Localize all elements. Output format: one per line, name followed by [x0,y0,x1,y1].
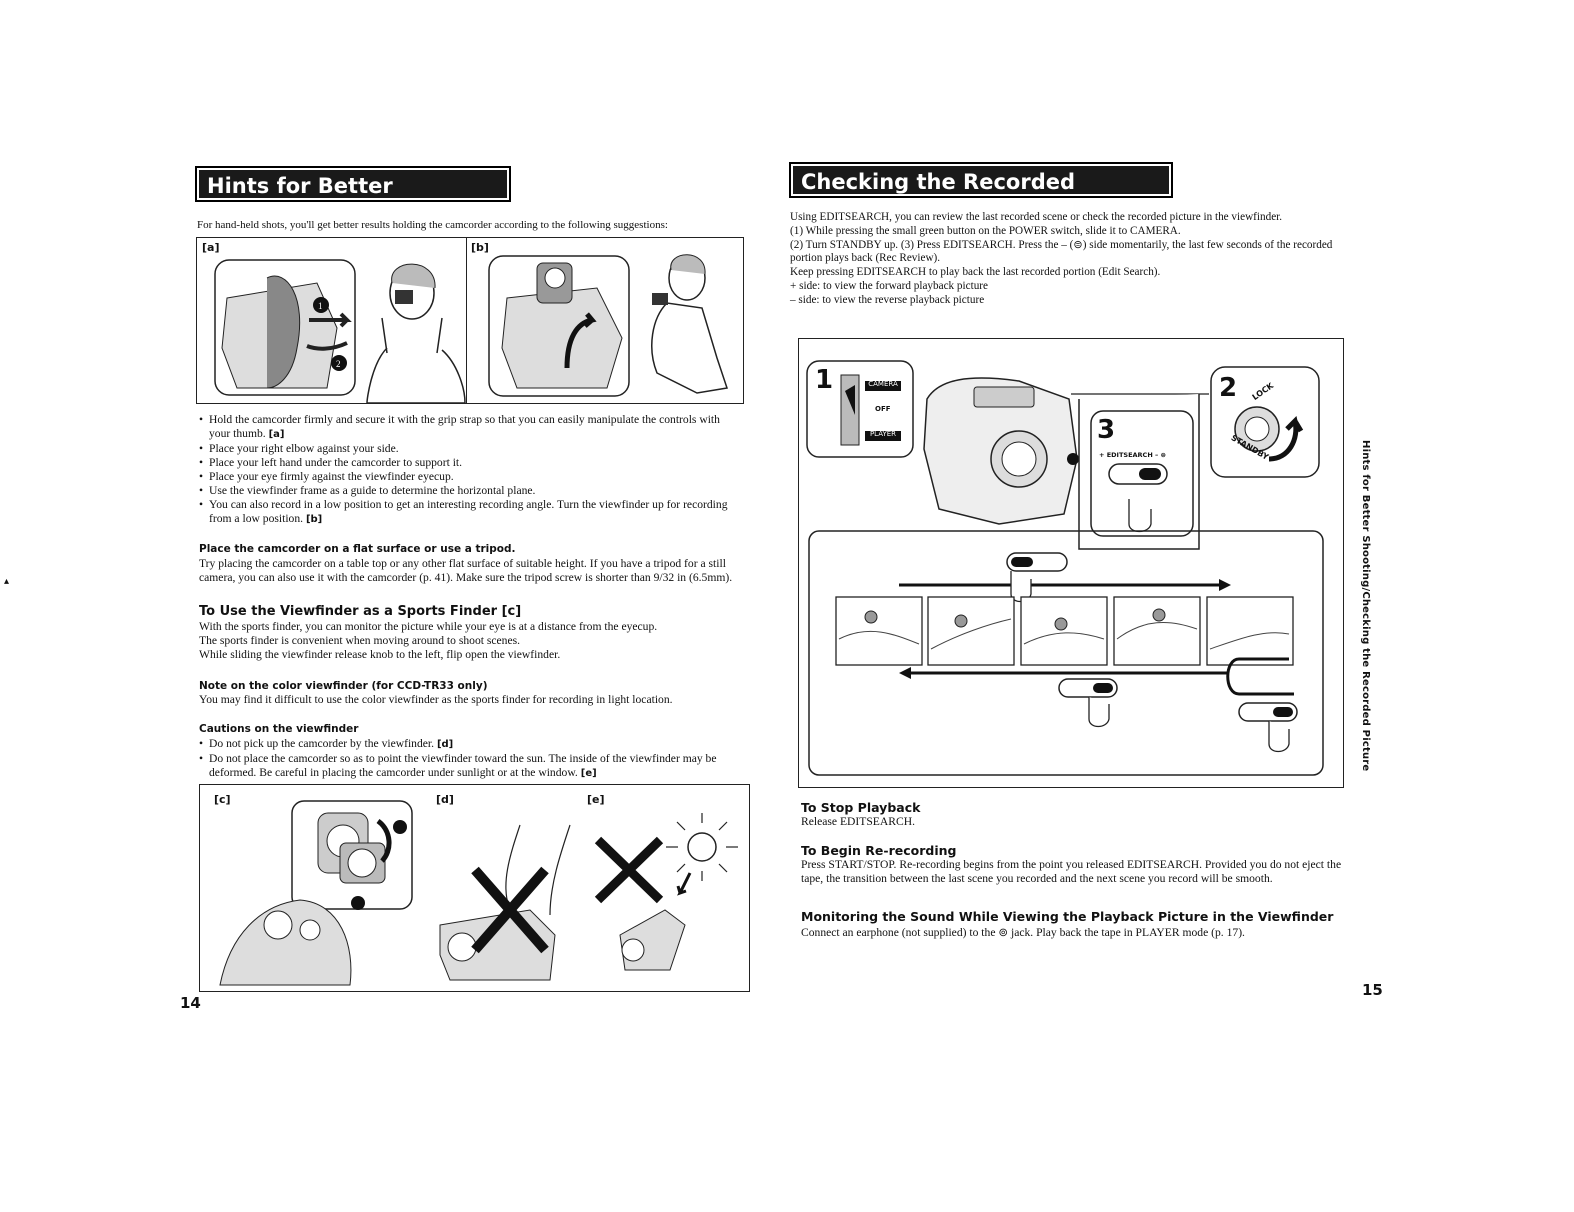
figure-hand-held: [a] [b] 1 2 [196,237,744,404]
left-intro: For hand-held shots, you'll get better r… [197,219,668,231]
label-e: [e] [587,793,605,806]
right-page-title: Checking the Recorded Picture [789,162,1173,230]
sports-finder-text: With the sports finder, you can monitor … [199,620,658,661]
list-item: Use the viewfinder frame as a guide to d… [199,484,744,498]
list-item: You can also record in a low position to… [199,498,744,527]
monitoring-heading: Monitoring the Sound While Viewing the P… [801,909,1334,924]
viewfinder-illustration [219,800,738,986]
color-viewfinder-heading: Note on the color viewfinder (for CCD-TR… [199,680,488,692]
hand-held-illustration: 1 2 [214,254,728,403]
label-a: [a] [202,241,220,254]
tripod-text: Try placing the camcorder on a table top… [199,557,733,584]
label-d: [d] [436,793,454,806]
list-item: Do not pick up the camcorder by the view… [199,737,744,752]
step-2-number: 2 [1219,373,1238,403]
margin-arrow-icon: ▴ [4,576,10,587]
list-item: Place your right elbow against your side… [199,442,744,456]
stop-playback-heading: To Stop Playback [801,800,921,815]
editsearch-label: + EDITSEARCH – ⊜ [1099,451,1166,459]
step-1-number: 1 [815,365,834,395]
holding-tips-list: Hold the camcorder firmly and secure it … [199,413,744,527]
step-3-number: 3 [1097,415,1116,445]
label-b: [b] [471,241,489,254]
switch-camera-label: CAMERA [868,380,898,388]
right-intro: Using EDITSEARCH, you can review the las… [790,211,1333,306]
rerecording-heading: To Begin Re-recording [801,843,957,858]
switch-off-label: OFF [875,405,891,413]
tripod-heading: Place the camcorder on a flat surface or… [199,543,516,555]
cautions-heading: Cautions on the viewfinder [199,723,359,735]
side-tab: Hints for Better Shooting/Checking the R… [1360,440,1371,772]
list-item: Place your left hand under the camcorder… [199,456,744,470]
list-item: Place your eye firmly against the viewfi… [199,470,744,484]
figure-viewfinder: [c] [d] [e] [199,784,750,992]
monitoring-text: Connect an earphone (not supplied) to th… [801,926,1245,939]
rerecording-text: Press START/STOP. Re-recording begins fr… [801,858,1342,885]
list-item: Do not place the camcorder so as to poin… [199,752,744,781]
svg-text:2: 2 [336,359,341,369]
color-viewfinder-text: You may find it difficult to use the col… [199,693,673,706]
stop-playback-text: Release EDITSEARCH. [801,815,915,828]
switch-player-label: PLAYER [869,430,897,438]
list-item: Hold the camcorder firmly and secure it … [199,413,744,442]
left-page-title: Hints for Better Shooting [195,166,511,234]
page-number-right: 15 [1362,981,1383,999]
figure-editsearch: 1 CAMERA OFF PLAYER 2 LOCK STANDBY 3 + E… [798,338,1344,788]
svg-text:1: 1 [318,301,323,311]
cautions-list: Do not pick up the camcorder by the view… [199,737,744,781]
label-c: [c] [214,793,231,806]
editsearch-illustration [806,360,1324,776]
page-number-left: 14 [180,994,201,1012]
sports-finder-heading: To Use the Viewfinder as a Sports Finder… [199,604,522,619]
